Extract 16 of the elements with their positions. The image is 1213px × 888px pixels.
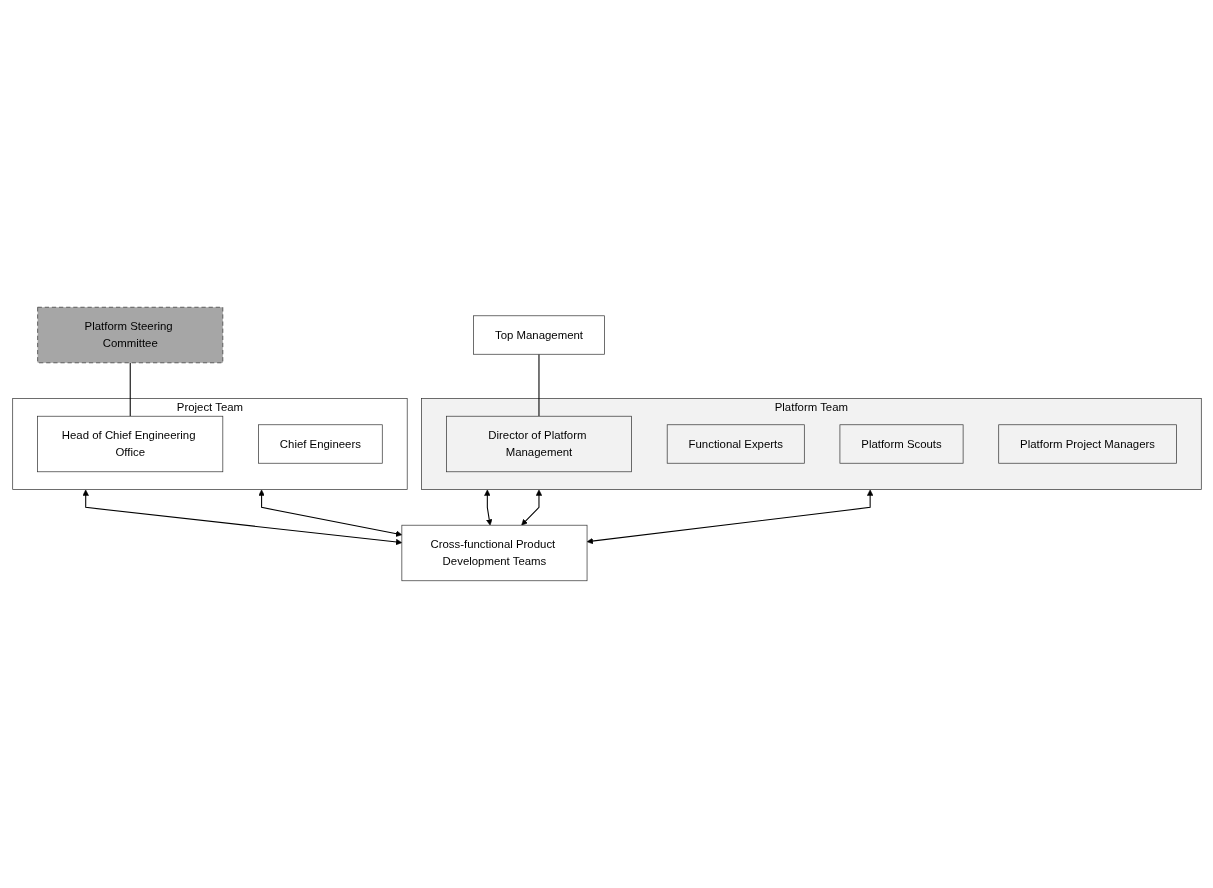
node-box: Platform Steering Committee <box>36 306 223 364</box>
node-box: Cross-functional Product Development Teams <box>401 524 587 582</box>
node-box: Platform Project Managers <box>997 424 1177 464</box>
node-box: Director of Platform Management <box>445 415 632 473</box>
arrow <box>586 489 873 545</box>
connector <box>129 362 131 417</box>
arrow <box>520 489 542 526</box>
node-box: Platform Scouts <box>839 424 963 464</box>
node-box: Functional Experts <box>666 424 805 464</box>
arrow <box>257 489 402 537</box>
connector <box>537 353 539 417</box>
arrow <box>483 489 492 526</box>
arrow <box>82 489 402 546</box>
node-box: Head of Chief Engineering Office <box>36 415 223 473</box>
node-box: Chief Engineers <box>257 424 383 464</box>
node-box: Top Management <box>472 315 605 355</box>
